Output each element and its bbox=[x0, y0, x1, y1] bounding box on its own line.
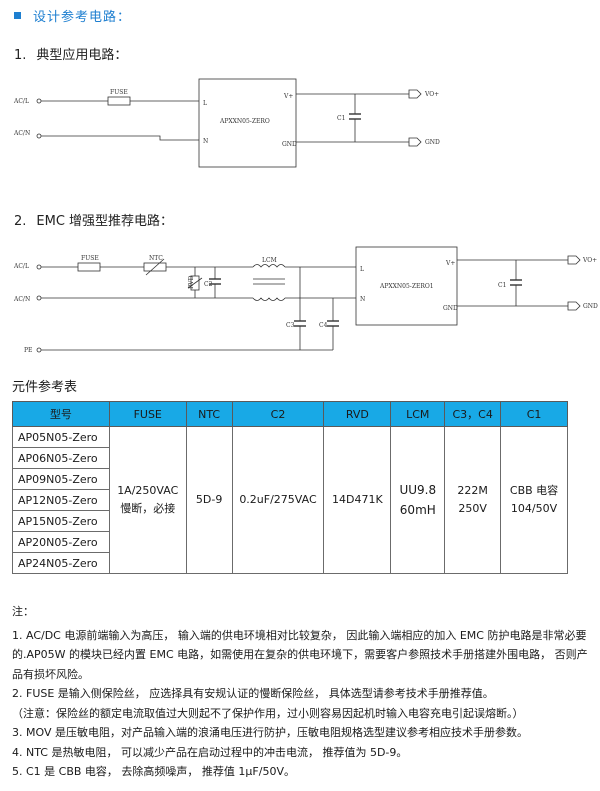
pe-terminal bbox=[36, 347, 42, 353]
note-item: 4. NTC 是热敏电阻， 可以减少产品在启动过程中的冲击电流， 推荐值为 5D… bbox=[12, 745, 408, 759]
table-row: AP09N05-Zero bbox=[12, 468, 568, 490]
gnd-flag bbox=[567, 301, 581, 311]
circuit1-heading: 1.典型应用电路： bbox=[14, 48, 128, 63]
vo-plus-flag bbox=[567, 255, 581, 265]
pin-gnd-label: GND bbox=[282, 141, 297, 148]
emc-circuit-diagram: AC/L AC/N PE FUSE NTC RVD C2 LCM C3 C4 L… bbox=[13, 246, 598, 354]
lcm-coil-bottom bbox=[252, 297, 286, 301]
header-model: 型号 bbox=[12, 401, 110, 427]
acl-label: AC/L bbox=[13, 98, 29, 105]
c2-label: C2 bbox=[204, 281, 213, 288]
model-cell: AP06N05-Zero bbox=[12, 447, 110, 469]
c1-label: C1 bbox=[498, 282, 506, 289]
pin-l-label: L bbox=[360, 266, 364, 273]
circuit2-heading: 2.EMC 增强型推荐电路： bbox=[14, 214, 174, 229]
note-item: 1. AC/DC 电源前端输入为高压， 输入端的供电环境相对比较复杂， 因此输入… bbox=[12, 628, 588, 681]
note-item: （注意：保险丝的额定电流取值过大则起不了保护作用，过小则容易因起机时输入电容充电… bbox=[12, 706, 524, 720]
acn-terminal bbox=[36, 295, 42, 301]
notes-section: 注： 1. AC/DC 电源前端输入为高压， 输入端的供电环境相对比较复杂， 因… bbox=[12, 602, 592, 782]
chip-box bbox=[355, 246, 458, 326]
acl-terminal bbox=[36, 264, 42, 270]
out-gnd-label: GND bbox=[583, 303, 598, 310]
acl-label: AC/L bbox=[13, 263, 29, 270]
model-cell: AP20N05-Zero bbox=[12, 531, 110, 553]
table-row: AP12N05-Zero bbox=[12, 489, 568, 511]
out-vo-label: VO+ bbox=[582, 257, 597, 264]
c4-label: C4 bbox=[319, 322, 328, 329]
model-cell: AP24N05-Zero bbox=[12, 552, 110, 574]
header-lcm: LCM bbox=[390, 401, 446, 427]
table-row: AP06N05-Zero bbox=[12, 447, 568, 469]
ntc-cell: 5D-9 bbox=[185, 426, 233, 574]
rvd-cell: 14D471K bbox=[323, 426, 392, 574]
pin-l-label: L bbox=[203, 100, 207, 107]
note-item: 5. C1 是 CBB 电容， 去除高频噪声， 推荐值 1μF/50V。 bbox=[12, 765, 295, 778]
table-row: AP24N05-Zero bbox=[12, 552, 568, 574]
header-c1: C1 bbox=[500, 401, 568, 427]
pe-label: PE bbox=[24, 347, 32, 354]
lcm-label: LCM bbox=[262, 257, 277, 264]
fuse-symbol bbox=[77, 262, 101, 272]
header-fuse: FUSE bbox=[108, 401, 187, 427]
lcm-coil-top bbox=[252, 264, 286, 268]
model-cell: AP12N05-Zero bbox=[12, 489, 110, 511]
section-header: 设计参考电路： bbox=[14, 6, 131, 25]
fuse-label: FUSE bbox=[81, 255, 99, 262]
gnd-flag bbox=[408, 137, 422, 147]
note-item: 3. MOV 是压敏电阻，对产品输入端的浪涌电压进行防护，压敏电阻规格选型建议参… bbox=[12, 726, 528, 739]
chip-label: APXXN05-ZERO bbox=[219, 118, 270, 125]
acl-terminal bbox=[36, 98, 42, 104]
model-cell: AP09N05-Zero bbox=[12, 468, 110, 490]
ntc-label: NTC bbox=[149, 255, 163, 262]
out-gnd-label: GND bbox=[425, 139, 440, 146]
header-c3c4: C3，C4 bbox=[444, 401, 502, 427]
acn-label: AC/N bbox=[13, 130, 30, 137]
acn-label: AC/N bbox=[13, 296, 30, 303]
model-cell: AP15N05-Zero bbox=[12, 510, 110, 532]
note-item: 2. FUSE 是输入侧保险丝， 应选择具有安规认证的慢断保险丝， 具体选型请参… bbox=[12, 687, 494, 700]
pin-vplus-label: V+ bbox=[283, 93, 293, 100]
model-cell: AP05N05-Zero bbox=[12, 426, 110, 448]
header-rvd: RVD bbox=[323, 401, 392, 427]
pin-n-label: N bbox=[203, 138, 208, 145]
c1-label: C1 bbox=[337, 115, 345, 122]
table-header-row: 型号 FUSE NTC C2 RVD LCM C3，C4 C1 bbox=[12, 401, 568, 427]
pin-n-label: N bbox=[360, 296, 365, 303]
vo-plus-flag bbox=[408, 89, 422, 99]
header-c2: C2 bbox=[231, 401, 325, 427]
acn-terminal bbox=[36, 133, 42, 139]
c3-label: C3 bbox=[286, 322, 295, 329]
table-title: 元件参考表 bbox=[12, 380, 78, 395]
notes-title: 注： bbox=[12, 605, 34, 618]
chip-label: APXXN05-ZERO1 bbox=[379, 283, 434, 290]
out-vo-label: VO+ bbox=[424, 91, 439, 98]
header-ntc: NTC bbox=[185, 401, 233, 427]
rvd-label: RVD bbox=[188, 275, 195, 289]
chip-box bbox=[198, 78, 297, 168]
component-table: 型号 FUSE NTC C2 RVD LCM C3，C4 C1 AP05N05-… bbox=[12, 401, 568, 574]
pin-gnd-label: GND bbox=[443, 305, 458, 312]
pin-vplus-label: V+ bbox=[445, 260, 455, 267]
typical-circuit-diagram: AC/L AC/N FUSE L N APXXN05-ZERO V+ GND C… bbox=[13, 78, 440, 168]
square-bullet-icon bbox=[14, 12, 21, 19]
c2-cell: 0.2uF/275VAC bbox=[231, 426, 325, 574]
fuse-label: FUSE bbox=[110, 89, 128, 96]
section-title: 设计参考电路： bbox=[33, 10, 132, 25]
fuse-symbol bbox=[107, 96, 131, 106]
